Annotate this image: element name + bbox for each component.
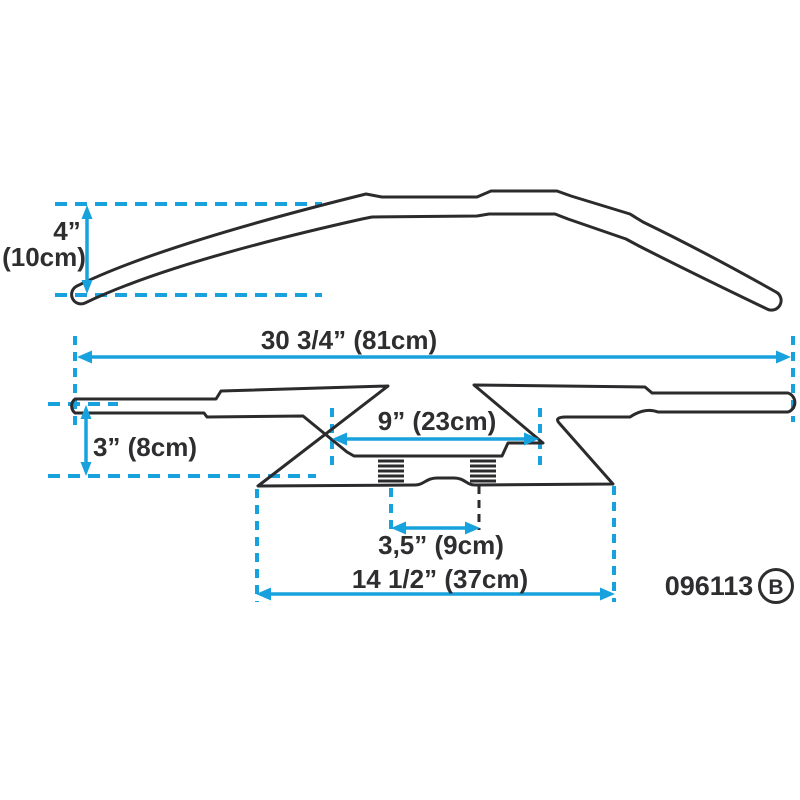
rise-dimension — [81, 205, 93, 294]
arrowhead-right-icon — [776, 350, 791, 364]
arrowhead-right-icon — [600, 587, 615, 601]
handlebar-front-outline — [70, 189, 783, 312]
knurl-spacing-label: 3,5” (9cm) — [378, 530, 504, 560]
handlebar-top-outline — [70, 383, 797, 488]
top-view — [70, 383, 797, 488]
arrowhead-left-icon — [332, 432, 347, 446]
left-knurl-hatch — [378, 459, 404, 483]
arrowhead-left-icon — [391, 521, 406, 535]
arrowhead-up-icon — [81, 205, 93, 219]
overall-width-label: 30 3/4” (81cm) — [261, 325, 437, 355]
center-width-label: 9” (23cm) — [378, 406, 497, 436]
pullback-dimension — [80, 405, 92, 476]
front-view — [70, 189, 783, 312]
overall-width-dimension — [77, 350, 791, 364]
arrowhead-down-icon — [80, 462, 92, 476]
arrowhead-left-icon — [77, 350, 92, 364]
knurl-spacing-dimension — [391, 521, 480, 535]
lower-width-label: 14 1/2” (37cm) — [352, 564, 528, 594]
center-width-dimension — [332, 432, 539, 446]
arrowhead-up-icon — [80, 405, 92, 419]
right-knurl-hatch — [470, 459, 496, 483]
arrowhead-down-icon — [81, 280, 93, 294]
arrowhead-left-icon — [256, 587, 271, 601]
part-number-group: 096113 B — [665, 568, 794, 604]
arrowhead-right-icon — [524, 432, 539, 446]
revision-badge-circle — [758, 568, 794, 604]
revision-badge-letter: B — [768, 576, 783, 599]
lower-width-dimension — [256, 587, 615, 601]
pullback-label: 3” (8cm) — [93, 432, 197, 462]
part-number: 096113 — [665, 571, 754, 601]
rise-value-label: 4” — [53, 216, 80, 246]
arrowhead-right-icon — [465, 521, 480, 535]
rise-metric-label: (10cm) — [2, 242, 86, 272]
